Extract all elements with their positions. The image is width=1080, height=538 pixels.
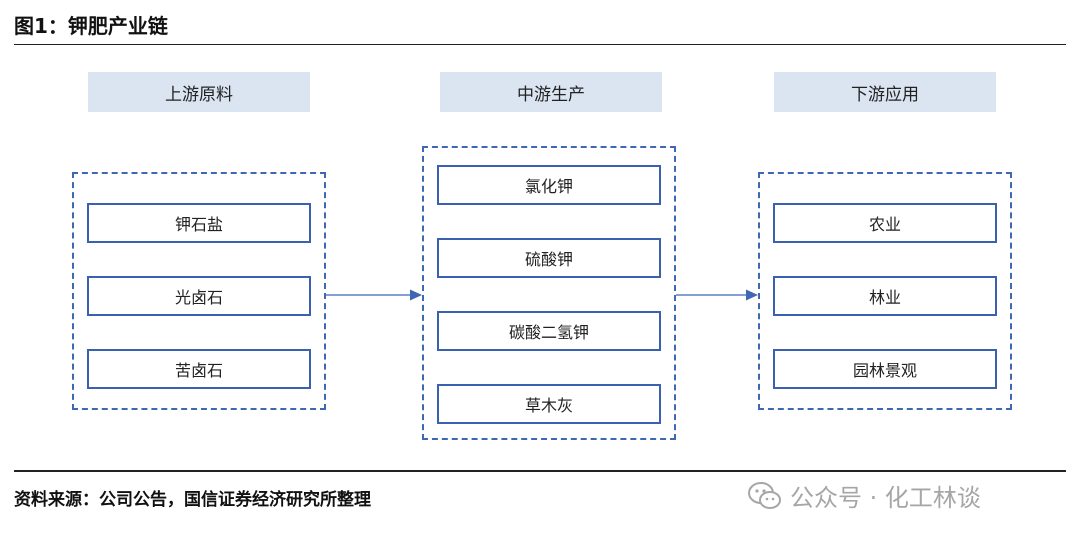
watermark-text: 公众号 · 化工林谈 (790, 484, 981, 512)
node-downstream-2: 林业 (773, 276, 997, 316)
arrowhead-1 (410, 289, 422, 301)
top-rule (14, 44, 1066, 45)
node-upstream-1: 钾石盐 (87, 203, 311, 243)
header-upstream: 上游原料 (88, 72, 310, 112)
watermark: 公众号 · 化工林谈 (748, 478, 981, 513)
node-downstream-1: 农业 (773, 203, 997, 243)
node-upstream-3: 苦卤石 (87, 349, 311, 389)
arrowhead-2 (746, 289, 758, 301)
header-downstream: 下游应用 (774, 72, 996, 112)
group-downstream (758, 172, 1012, 410)
node-downstream-3: 园林景观 (773, 349, 997, 389)
group-upstream (72, 172, 326, 410)
source-note: 资料来源：公司公告，国信证券经济研究所整理 (14, 490, 371, 510)
bottom-rule (14, 470, 1066, 472)
node-midstream-2: 硫酸钾 (437, 238, 661, 278)
wechat-icon (748, 481, 781, 509)
figure-title: 图1：钾肥产业链 (14, 14, 168, 38)
header-midstream: 中游生产 (440, 72, 662, 112)
node-upstream-2: 光卤石 (87, 276, 311, 316)
node-midstream-4: 草木灰 (437, 384, 661, 424)
node-midstream-1: 氯化钾 (437, 165, 661, 205)
node-midstream-3: 碳酸二氢钾 (437, 311, 661, 351)
group-midstream (422, 146, 676, 440)
